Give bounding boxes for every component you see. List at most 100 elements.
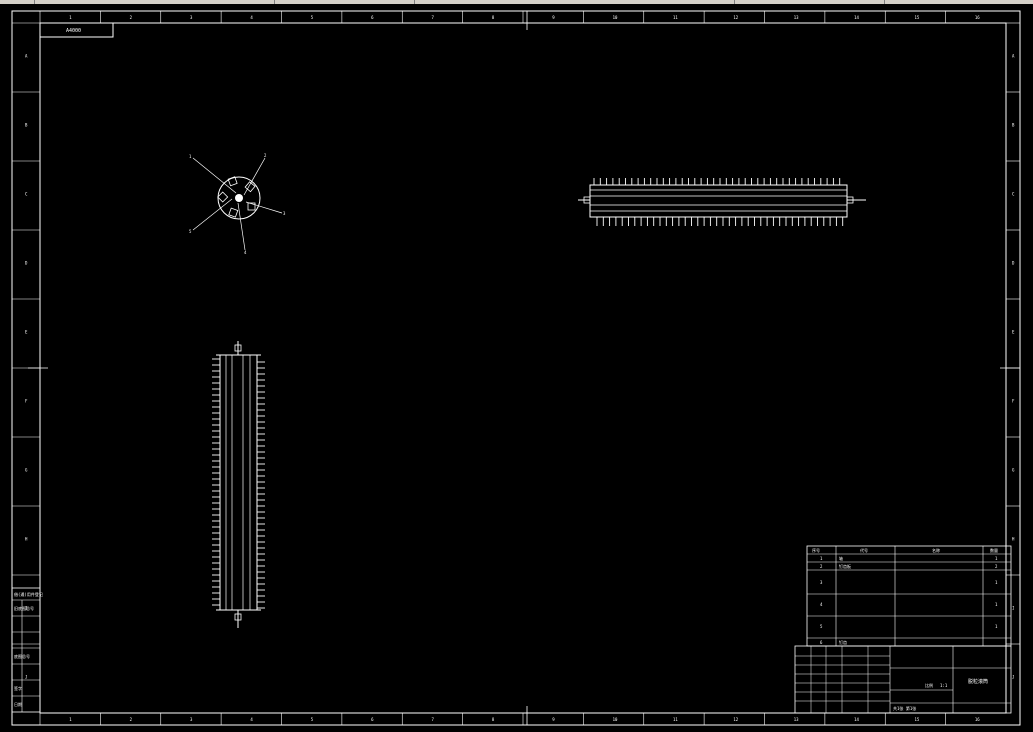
parts-row-qty: 1 <box>995 602 998 607</box>
zone-label: J <box>1012 675 1014 680</box>
zone-label: 16 <box>975 717 980 722</box>
zone-label: 6 <box>371 717 374 722</box>
parts-row-qty: 2 <box>995 564 998 569</box>
zone-label: C <box>1012 192 1015 197</box>
parts-row-no: 2 <box>820 564 823 569</box>
inner-frame <box>39 22 1007 714</box>
zone-label: 13 <box>794 15 799 20</box>
parts-row-no: 1 <box>820 556 823 561</box>
zone-label: 1 <box>69 15 72 20</box>
zone-label: 12 <box>733 717 738 722</box>
zone-label: 13 <box>794 717 799 722</box>
parts-row-code: 轴 <box>839 555 843 561</box>
zone-label: D <box>1012 261 1015 266</box>
zone-label: F <box>1012 399 1015 404</box>
section-view[interactable]: 1 2 3 4 5 <box>189 153 286 255</box>
zone-label: G <box>1012 468 1015 473</box>
front-view[interactable] <box>212 341 265 628</box>
zone-label: 3 <box>190 717 193 722</box>
parts-row-no: 4 <box>820 602 823 607</box>
zone-label: 9 <box>552 717 555 722</box>
title-block: 脱粒滚筒 1:1 比例 共1张 第1张 <box>794 645 1012 714</box>
zone-label: H <box>1012 537 1015 542</box>
zone-label: 2 <box>130 717 133 722</box>
zone-label: 14 <box>854 15 859 20</box>
toolbar-segment[interactable] <box>0 0 35 4</box>
zone-label: 3 <box>190 15 193 20</box>
zone-label: A <box>25 54 28 59</box>
toolbar-segment[interactable] <box>274 0 415 4</box>
zone-label: H <box>25 537 28 542</box>
outer-frame <box>11 10 1021 726</box>
drawing-name: 脱粒滚筒 <box>968 678 988 685</box>
parts-row-qty: 1 <box>995 624 998 629</box>
scale-value: 1:1 <box>940 683 948 688</box>
zone-label: 14 <box>854 717 859 722</box>
zone-label: F <box>25 399 28 404</box>
zone-label: 8 <box>492 15 495 20</box>
zone-label: 12 <box>733 15 738 20</box>
zone-label: 16 <box>975 15 980 20</box>
zone-label: 11 <box>673 717 678 722</box>
scale-label: 比例 <box>925 682 933 688</box>
zone-label: I <box>1012 606 1015 611</box>
callout-label: 3 <box>283 211 286 216</box>
zone-label: G <box>25 468 28 473</box>
zone-label: 7 <box>431 15 434 20</box>
sheet-info: 共1张 第1张 <box>893 705 916 711</box>
zone-label: 6 <box>371 15 374 20</box>
parts-row-qty: 1 <box>995 556 998 561</box>
zone-label: 10 <box>613 717 618 722</box>
zone-label: 10 <box>613 15 618 20</box>
toolbar-segment[interactable] <box>734 0 885 4</box>
side-registration-table: 借(通)用件登记 旧底图总号 底图总号 签字 日期 <box>11 587 43 713</box>
zone-label: 5 <box>311 717 314 722</box>
zone-label: 4 <box>250 15 253 20</box>
side-label: 旧底图总号 <box>14 605 34 611</box>
zone-label: D <box>25 261 28 266</box>
zone-label: 9 <box>552 15 555 20</box>
side-label: 签字 <box>14 685 22 691</box>
zone-label: 15 <box>914 15 919 20</box>
parts-header: 序号 <box>812 547 820 553</box>
zone-label: 8 <box>492 717 495 722</box>
zone-label: B <box>1012 123 1015 128</box>
zone-label: C <box>25 192 28 197</box>
zone-label: 7 <box>431 717 434 722</box>
parts-row-code: 钉齿 <box>839 639 847 645</box>
zone-label: E <box>25 330 28 335</box>
zone-label: J <box>25 675 27 680</box>
parts-row-no: 5 <box>820 624 823 629</box>
zone-label: 5 <box>311 15 314 20</box>
zone-label: 11 <box>673 15 678 20</box>
parts-row-no: 3 <box>820 580 823 585</box>
parts-list: 序号 代号 名称 数量 1 轴 1 2 钉齿板 2 3 1 4 1 5 1 6 … <box>806 545 1012 647</box>
zone-label: 2 <box>130 15 133 20</box>
window-toolbar <box>0 0 1033 4</box>
zone-label: A <box>1012 54 1015 59</box>
callout-label: 4 <box>244 250 247 255</box>
callout-label: 5 <box>189 229 192 234</box>
zone-label: 1 <box>69 717 72 722</box>
side-label: 日期 <box>14 701 22 707</box>
callout-label: 1 <box>189 154 192 159</box>
callout-label: 2 <box>264 153 267 158</box>
side-label: 底图总号 <box>14 653 30 659</box>
toolbar-segment[interactable] <box>414 0 735 4</box>
zone-label: 4 <box>250 717 253 722</box>
parts-row-no: 6 <box>820 640 823 645</box>
toolbar-segment[interactable] <box>34 0 275 4</box>
side-label: 借(通)用件登记 <box>14 591 43 597</box>
zone-label: B <box>25 123 28 128</box>
top-view[interactable] <box>578 178 866 226</box>
parts-row-qty: 1 <box>995 580 998 585</box>
parts-header: 代号 <box>860 547 868 553</box>
parts-header: 数量 <box>990 547 998 553</box>
parts-header: 名称 <box>932 547 940 553</box>
zone-label: E <box>1012 330 1015 335</box>
zone-strip-right: A B C D E F G H I J <box>1006 22 1020 680</box>
